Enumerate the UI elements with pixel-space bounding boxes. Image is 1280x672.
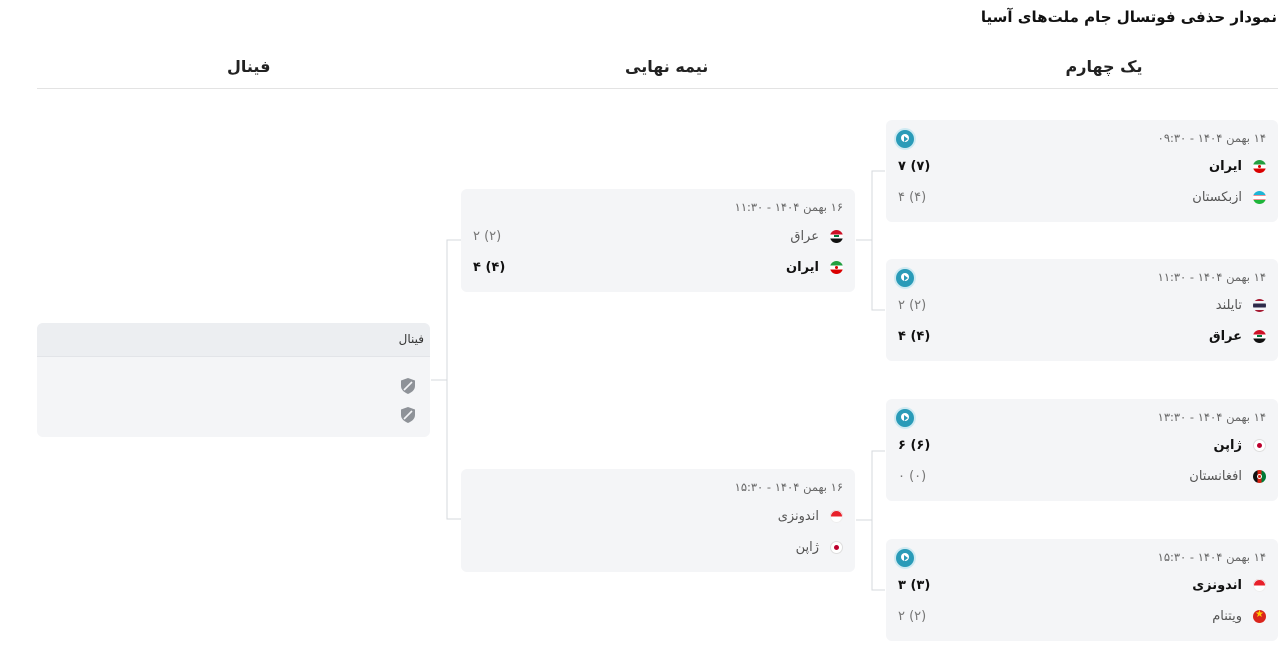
match-card-sf-2[interactable]: ۱۶ بهمن ۱۴۰۴ - ۱۵:۳۰ اندونزی ژاپن [461,469,855,572]
match-date: ۱۴ بهمن ۱۴۰۴ - ۱۵:۳۰ [1157,550,1266,564]
match-date: ۱۴ بهمن ۱۴۰۴ - ۱۱:۳۰ [1157,270,1266,284]
team-score: ۶ (۶) [898,437,931,453]
team-score: ۲ (۲) [473,228,502,244]
play-video-icon[interactable] [896,549,914,567]
team-row: اندونزی ۳ (۳) [898,574,1266,596]
play-video-icon[interactable] [896,269,914,287]
shield-placeholder-icon [401,407,415,423]
iraq-flag-icon [1253,329,1266,343]
team-row: ژاپن [473,536,843,558]
team-row: ایران ۷ (۷) [898,155,1266,177]
team-name: ژاپن [795,539,819,555]
match-card-sf-1[interactable]: ۱۶ بهمن ۱۴۰۴ - ۱۱:۳۰ عراق ۲ (۲) ایران ۴ … [461,189,855,292]
match-card-final[interactable]: فینال [37,323,430,437]
team-row: اندونزی [473,505,843,527]
match-card-qf-4[interactable]: ۱۴ بهمن ۱۴۰۴ - ۱۵:۳۰ اندونزی ۳ (۳) ویتنا… [886,539,1278,641]
team-name: تایلند [1215,297,1242,313]
match-date: ۱۶ بهمن ۱۴۰۴ - ۱۱:۳۰ [734,200,843,214]
page-title: نمودار حذفی فوتسال جام ملت‌های آسیا [980,8,1277,26]
team-name: ویتنام [1212,608,1242,624]
play-video-icon[interactable] [896,130,914,148]
iran-flag-icon [830,260,843,274]
japan-flag-icon [1253,438,1266,452]
header-divider [37,88,1278,89]
final-card-header: فینال [37,323,430,357]
team-row: ازبکستان ۴ (۴) [898,186,1266,208]
iraq-flag-icon [830,229,843,243]
play-video-icon[interactable] [896,409,914,427]
team-name: ایران [786,259,819,275]
team-row: افغانستان ۰ (۰) [898,465,1266,487]
match-date: ۱۴ بهمن ۱۴۰۴ - ۰۹:۳۰ [1157,131,1266,145]
indonesia-flag-icon [1253,578,1266,592]
team-row: ایران ۴ (۴) [473,256,843,278]
team-row: عراق ۴ (۴) [898,325,1266,347]
match-card-qf-2[interactable]: ۱۴ بهمن ۱۴۰۴ - ۱۱:۳۰ تایلند ۲ (۲) عراق ۴… [886,259,1278,361]
team-row: عراق ۲ (۲) [473,225,843,247]
team-score: ۷ (۷) [898,158,931,174]
shield-placeholder-icon [401,378,415,394]
team-name: ازبکستان [1192,189,1242,205]
team-score: ۰ (۰) [898,468,927,484]
team-name: عراق [790,228,819,244]
vietnam-flag-icon [1253,609,1266,623]
team-score: ۴ (۴) [473,259,506,275]
team-score: ۳ (۳) [898,577,931,593]
team-name: ایران [1209,158,1242,174]
iran-flag-icon [1253,159,1266,173]
match-card-qf-1[interactable]: ۱۴ بهمن ۱۴۰۴ - ۰۹:۳۰ ایران ۷ (۷) ازبکستا… [886,120,1278,222]
match-card-qf-3[interactable]: ۱۴ بهمن ۱۴۰۴ - ۱۳:۳۰ ژاپن ۶ (۶) افغانستا… [886,399,1278,501]
match-date: ۱۴ بهمن ۱۴۰۴ - ۱۳:۳۰ [1157,410,1266,424]
japan-flag-icon [830,540,843,554]
team-score: ۴ (۴) [898,328,931,344]
afghanistan-flag-icon [1253,469,1266,483]
team-row: ژاپن ۶ (۶) [898,434,1266,456]
final-label: فینال [398,332,424,346]
team-score: ۲ (۲) [898,297,927,313]
team-row: تایلند ۲ (۲) [898,294,1266,316]
team-name: ژاپن [1213,437,1242,453]
team-score: ۲ (۲) [898,608,927,624]
team-name: اندونزی [1192,577,1242,593]
team-name: افغانستان [1189,468,1242,484]
indonesia-flag-icon [830,509,843,523]
thailand-flag-icon [1253,298,1266,312]
uzbekistan-flag-icon [1253,190,1266,204]
match-date: ۱۶ بهمن ۱۴۰۴ - ۱۵:۳۰ [734,480,843,494]
team-score: ۴ (۴) [898,189,927,205]
team-name: اندونزی [777,508,819,524]
team-row: ویتنام ۲ (۲) [898,605,1266,627]
team-name: عراق [1208,328,1242,344]
